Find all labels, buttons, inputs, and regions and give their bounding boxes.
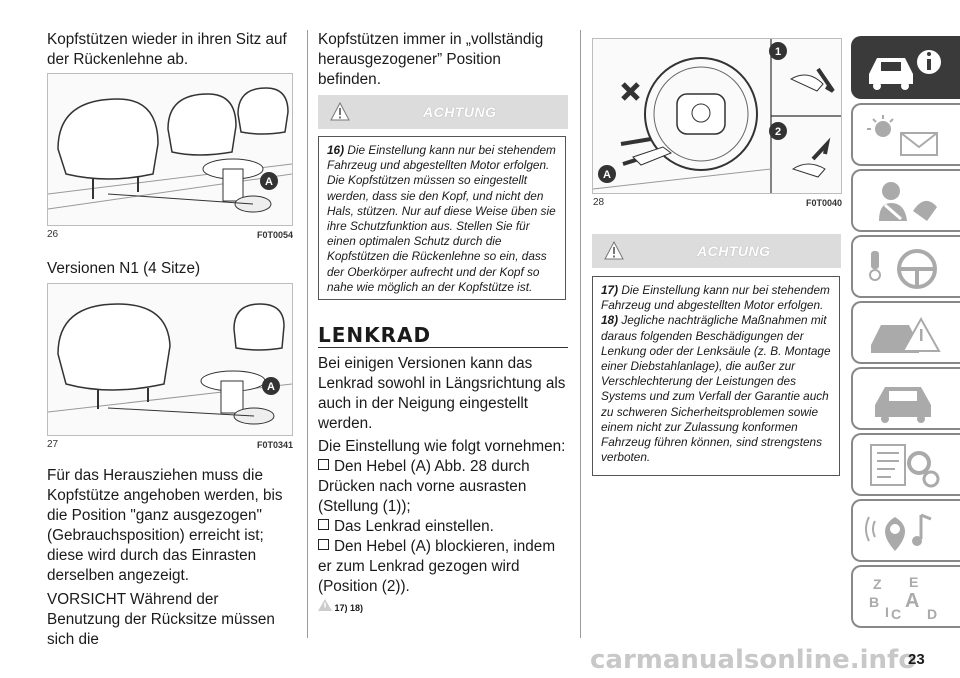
warning-lights-icon [867, 115, 938, 156]
bullet-icon [318, 519, 329, 530]
bullet-icon [318, 459, 329, 470]
index-icon: Z E A B C D I [869, 574, 937, 621]
tab-multimedia[interactable] [851, 499, 960, 562]
marker-a: A [265, 176, 273, 188]
svg-text:E: E [909, 574, 918, 590]
intro-text: Kopfstützen immer in „vollständig heraus… [318, 31, 544, 88]
body-paragraph: Bei einigen Versionen kann das Lenkrad s… [318, 355, 566, 432]
figure-26: A [47, 73, 293, 226]
column-divider [307, 30, 308, 638]
svg-text:Z: Z [873, 576, 882, 592]
figure-code: F0T0341 [257, 440, 294, 450]
marker-2: 2 [775, 126, 781, 138]
warning-header: ACHTUNG [318, 95, 568, 129]
technical-data-icon [870, 444, 940, 488]
warning-text: Die Einstellung kann nur bei stehendem F… [327, 143, 556, 294]
multimedia-icon [865, 513, 932, 551]
tab-technical-data[interactable] [851, 433, 960, 496]
page-number: 23 [908, 651, 925, 668]
section-title: LENKRAD [318, 323, 432, 347]
warning-box: 17) Die Einstellung kann nur bei stehend… [592, 276, 840, 476]
warning-ref: 16) [327, 143, 345, 157]
warning-box: 16) Die Einstellung kann nur bei stehend… [318, 136, 566, 300]
svg-text:B: B [869, 594, 879, 610]
intro-text: Kopfstützen wieder in ihren Sitz auf der… [47, 31, 287, 68]
tab-driving[interactable] [851, 235, 960, 298]
warning-ref: 17) [601, 283, 619, 297]
tab-dashboard-lights[interactable] [851, 103, 960, 166]
warning-references: 17) 18) [318, 599, 570, 613]
tab-car-info[interactable] [851, 36, 960, 99]
figure-28: A 1 2 [592, 38, 842, 194]
svg-text:A: A [905, 590, 919, 612]
warning-icon [330, 102, 350, 121]
steering-content: Bei einigen Versionen kann das Lenkrad s… [318, 354, 570, 613]
body-paragraph: VORSICHT Während der Benutzung der Rücks… [47, 591, 275, 648]
figure-number: 28 [593, 197, 605, 208]
tab-index[interactable]: Z E A B C D I [851, 565, 960, 628]
steering-icon [869, 249, 937, 289]
warning-title: ACHTUNG [697, 243, 771, 259]
svg-text:I: I [885, 604, 889, 620]
warning-text: Die Einstellung kann nur bei stehendem F… [601, 283, 830, 313]
watermark: carmanualsonline.info [590, 645, 917, 675]
warning-icon [318, 599, 332, 611]
warning-ref: 18) [601, 313, 619, 328]
figure-code: F0T0054 [257, 230, 294, 240]
tab-safety[interactable] [851, 169, 960, 232]
emergency-icon [871, 316, 941, 353]
section-rule [318, 347, 568, 348]
warning-title: ACHTUNG [423, 104, 497, 120]
body-paragraph: Für das Herausziehen muss die Kopfstütze… [47, 467, 283, 584]
car-service-icon [875, 387, 931, 423]
step-item: Den Hebel (A) Abb. 28 durch Drücken nach… [318, 458, 530, 515]
warning-text: Jegliche nachträgliche Maßnahmen mit dar… [601, 313, 831, 465]
tab-maintenance[interactable] [851, 367, 960, 430]
safety-icon [879, 182, 937, 221]
column-divider [580, 30, 581, 638]
tab-emergency[interactable] [851, 301, 960, 364]
figure-code: F0T0040 [806, 198, 843, 208]
svg-text:C: C [891, 606, 901, 621]
marker-1: 1 [775, 46, 781, 58]
bullet-icon [318, 539, 329, 550]
warning-header: ACHTUNG [592, 234, 841, 268]
figure-number: 26 [47, 229, 59, 240]
figure-number: 27 [47, 439, 59, 450]
marker-a: A [267, 381, 275, 393]
car-info-icon [869, 50, 941, 90]
figure-27: A [47, 283, 293, 436]
svg-text:D: D [927, 606, 937, 621]
marker-a: A [603, 169, 611, 181]
step-item: Den Hebel (A) blockieren, indem er zum L… [318, 538, 556, 595]
warning-icon [604, 241, 624, 260]
versions-heading: Versionen N1 (4 Sitze) [47, 260, 201, 277]
body-paragraph: Die Einstellung wie folgt vornehmen: [318, 438, 566, 455]
step-item: Das Lenkrad einstellen. [318, 517, 570, 537]
